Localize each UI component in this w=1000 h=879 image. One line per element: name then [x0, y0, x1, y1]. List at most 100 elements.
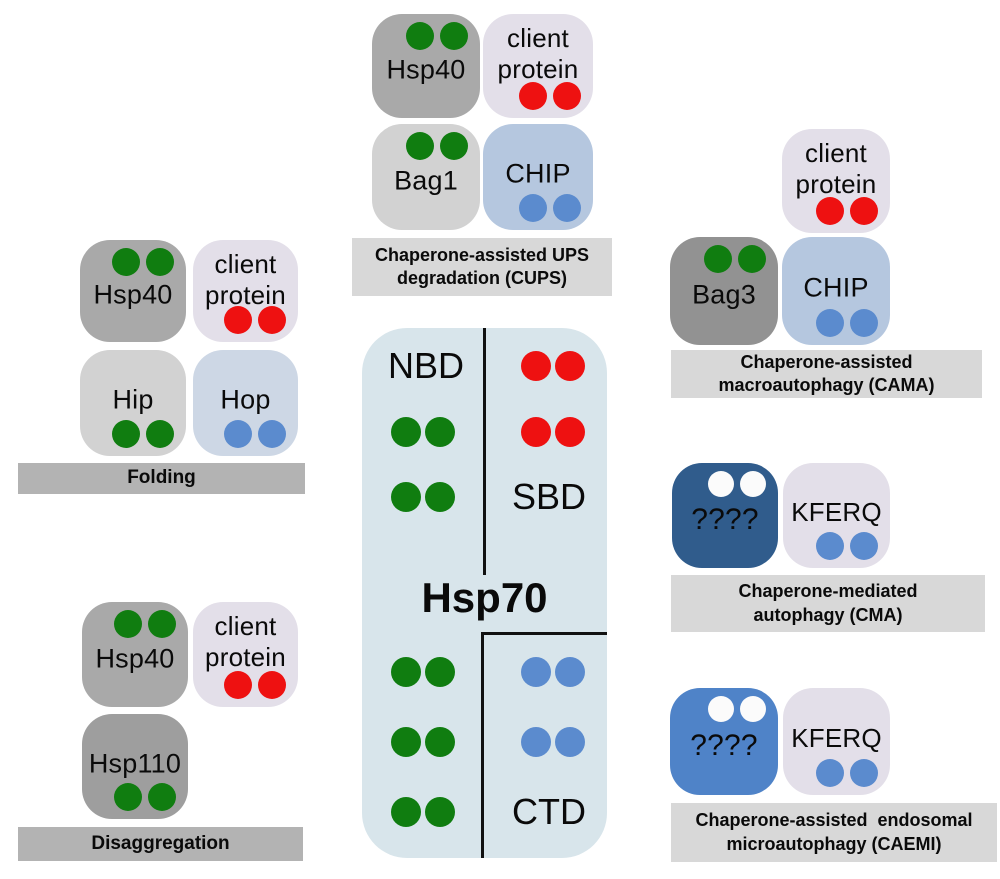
client-protein-label: client protein: [795, 138, 877, 199]
folding-label-bar: Folding: [18, 463, 305, 494]
red-dot: [224, 671, 252, 699]
cma-bar-label-line2: autophagy (CMA): [753, 604, 903, 625]
cma-label-bar: Chaperone-mediated autophagy (CMA): [671, 575, 985, 632]
caemi-label-bar: Chaperone-assisted endosomal microautoph…: [671, 803, 997, 862]
blue-dot-pair: [519, 194, 581, 222]
hop-box: Hop: [193, 350, 298, 456]
red-dot: [224, 306, 252, 334]
hip-label: Hip: [112, 384, 154, 415]
blue-dot: [521, 727, 551, 757]
ctd-label: CTD: [512, 791, 586, 832]
client-protein-box: client protein: [193, 602, 298, 707]
green-dot: [112, 248, 140, 276]
white-dot: [740, 696, 766, 722]
green-dot: [425, 797, 455, 827]
unknown-chaperone-label: ????: [691, 502, 759, 536]
green-dot: [738, 245, 766, 273]
bag1-label: Bag1: [394, 165, 458, 196]
disaggregation-label-bar: Disaggregation: [18, 827, 303, 861]
cups-bar-label-line1: Chaperone-assisted UPS: [374, 244, 590, 265]
hsp70-box: NBD SBD Hsp70 CTD: [362, 328, 607, 858]
hsp40-label: Hsp40: [386, 54, 466, 85]
folding-bar-label: Folding: [127, 467, 196, 489]
client-protein-label: client protein: [205, 611, 286, 672]
blue-dot: [816, 309, 844, 337]
nbd-sbd-divider-line: [483, 328, 486, 575]
hip-box: Hip: [80, 350, 186, 456]
green-dot-pair: [112, 248, 174, 276]
chip-box: CHIP: [483, 124, 593, 230]
bag3-label: Bag3: [692, 279, 756, 310]
chip-label: CHIP: [803, 272, 869, 303]
hsp40-box: Hsp40: [80, 240, 186, 342]
red-dot: [519, 82, 547, 110]
ctd-divider-line-vertical: [481, 632, 484, 858]
blue-dot: [224, 420, 252, 448]
red-dot-pair: [224, 671, 286, 699]
red-dot: [521, 351, 551, 381]
green-dot-pair: [406, 132, 468, 160]
kferq-box: KFERQ: [783, 463, 890, 568]
red-dot: [555, 417, 585, 447]
green-dot: [114, 610, 142, 638]
hsp40-label: Hsp40: [95, 643, 175, 674]
green-dot-pair: [112, 420, 174, 448]
red-dot: [555, 351, 585, 381]
bag1-box: Bag1: [372, 124, 480, 230]
blue-dot: [816, 532, 844, 560]
hsp40-box: Hsp40: [82, 602, 188, 707]
cama-bar-label-line1: Chaperone-assisted: [740, 351, 913, 372]
unknown-chaperone-box: ????: [670, 688, 778, 795]
green-dot: [391, 797, 421, 827]
green-dot: [425, 482, 455, 512]
bag3-box: Bag3: [670, 237, 778, 345]
green-dot: [114, 783, 142, 811]
green-dot: [146, 420, 174, 448]
green-dot-pair: [704, 245, 766, 273]
blue-dot: [555, 727, 585, 757]
red-dot: [258, 671, 286, 699]
red-dot-pair: [519, 82, 581, 110]
green-dot: [391, 657, 421, 687]
cma-bar-label-line1: Chaperone-mediated: [738, 581, 918, 602]
kferq-label: KFERQ: [791, 722, 882, 753]
client-protein-box: client protein: [193, 240, 298, 342]
cups-bar-label-line2: degradation (CUPS): [396, 268, 567, 288]
cups-label-bar: Chaperone-assisted UPS degradation (CUPS…: [352, 238, 612, 296]
nbd-label: NBD: [387, 345, 464, 386]
client-protein-label: client protein: [497, 23, 579, 84]
hsp40-box: Hsp40: [372, 14, 480, 118]
red-dot: [553, 82, 581, 110]
white-dot: [708, 696, 734, 722]
caemi-bar-label-line1: Chaperone-assisted endosomal: [695, 810, 973, 831]
blue-dot: [850, 309, 878, 337]
green-dot: [148, 610, 176, 638]
unknown-chaperone-box: ????: [672, 463, 778, 568]
disaggregation-bar-label: Disaggregation: [91, 832, 230, 854]
red-dot: [521, 417, 551, 447]
caemi-bar-label-line2: microautophagy (CAEMI): [726, 833, 942, 854]
green-dot: [148, 783, 176, 811]
hop-label: Hop: [220, 384, 271, 415]
blue-dot: [816, 759, 844, 787]
chip-label: CHIP: [505, 158, 571, 189]
green-dot-pair: [406, 22, 468, 50]
green-dot: [406, 22, 434, 50]
cama-label-bar: Chaperone-assisted macroautophagy (CAMA): [671, 350, 982, 398]
blue-dot-pair: [816, 759, 878, 787]
white-dot: [708, 471, 734, 497]
green-dot-pair: [114, 783, 176, 811]
hsp70-title: Hsp70: [421, 574, 548, 621]
hsp110-label: Hsp110: [88, 747, 182, 778]
red-dot: [850, 197, 878, 225]
white-dot-pair: [708, 696, 766, 722]
green-dot: [146, 248, 174, 276]
green-dot: [391, 727, 421, 757]
red-dot: [258, 306, 286, 334]
cama-bar-label-line2: macroautophagy (CAMA): [718, 375, 935, 395]
hsp110-box: Hsp110: [82, 714, 188, 819]
green-dot: [425, 727, 455, 757]
blue-dot: [850, 759, 878, 787]
chip-box: CHIP: [782, 237, 890, 345]
